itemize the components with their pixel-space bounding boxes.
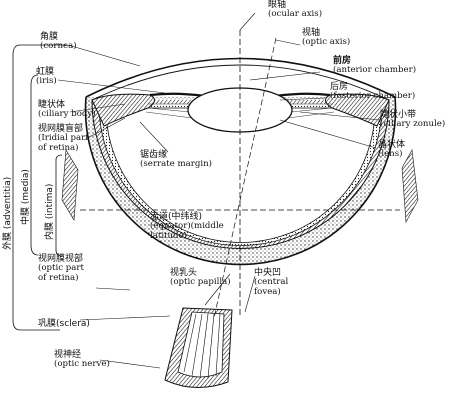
ciliary-body-right (325, 93, 390, 127)
ciliary-body-left (91, 93, 155, 127)
label-cornea: 角膜(cornea) (40, 32, 77, 51)
label-posterior-chamber: 后房(fosterior chamber) (330, 82, 416, 101)
optic-axis-line (213, 37, 277, 319)
label-adventitia: 外膜 (adventitia) (3, 176, 13, 250)
label-optic-axis: 视轴(optic axis) (302, 28, 351, 47)
label-serrate-margin: 锯齿缘(serrate margin) (140, 150, 212, 169)
label-sclera: 巩膜(sclera) (38, 319, 90, 329)
label-anterior-chamber: 前房(anterior chamber) (333, 56, 417, 75)
iris-right (274, 92, 331, 98)
vitreous-body (105, 107, 376, 243)
label-optic-papilla: 视乳头(optic papilla) (170, 268, 231, 287)
label-lens: 晶状体(lens) (378, 140, 406, 159)
optic-nerve-shape (164, 307, 233, 389)
zonule-fibers (145, 103, 335, 119)
label-ocular-axis: 眼轴(ocular axis) (268, 0, 323, 19)
iris-left (149, 92, 206, 98)
label-intima: 内膜 (intima) (45, 183, 55, 240)
label-iris: 虹膜(iris) (36, 67, 57, 86)
label-ciliary-zonule: 睫状小带(ciliary zonule) (380, 110, 446, 129)
label-optic-nerve: 视神经(optic nerve) (54, 350, 110, 369)
label-ciliary-body: 睫状体(ciliary body) (38, 100, 96, 119)
label-media: 中膜 (media) (21, 169, 31, 225)
